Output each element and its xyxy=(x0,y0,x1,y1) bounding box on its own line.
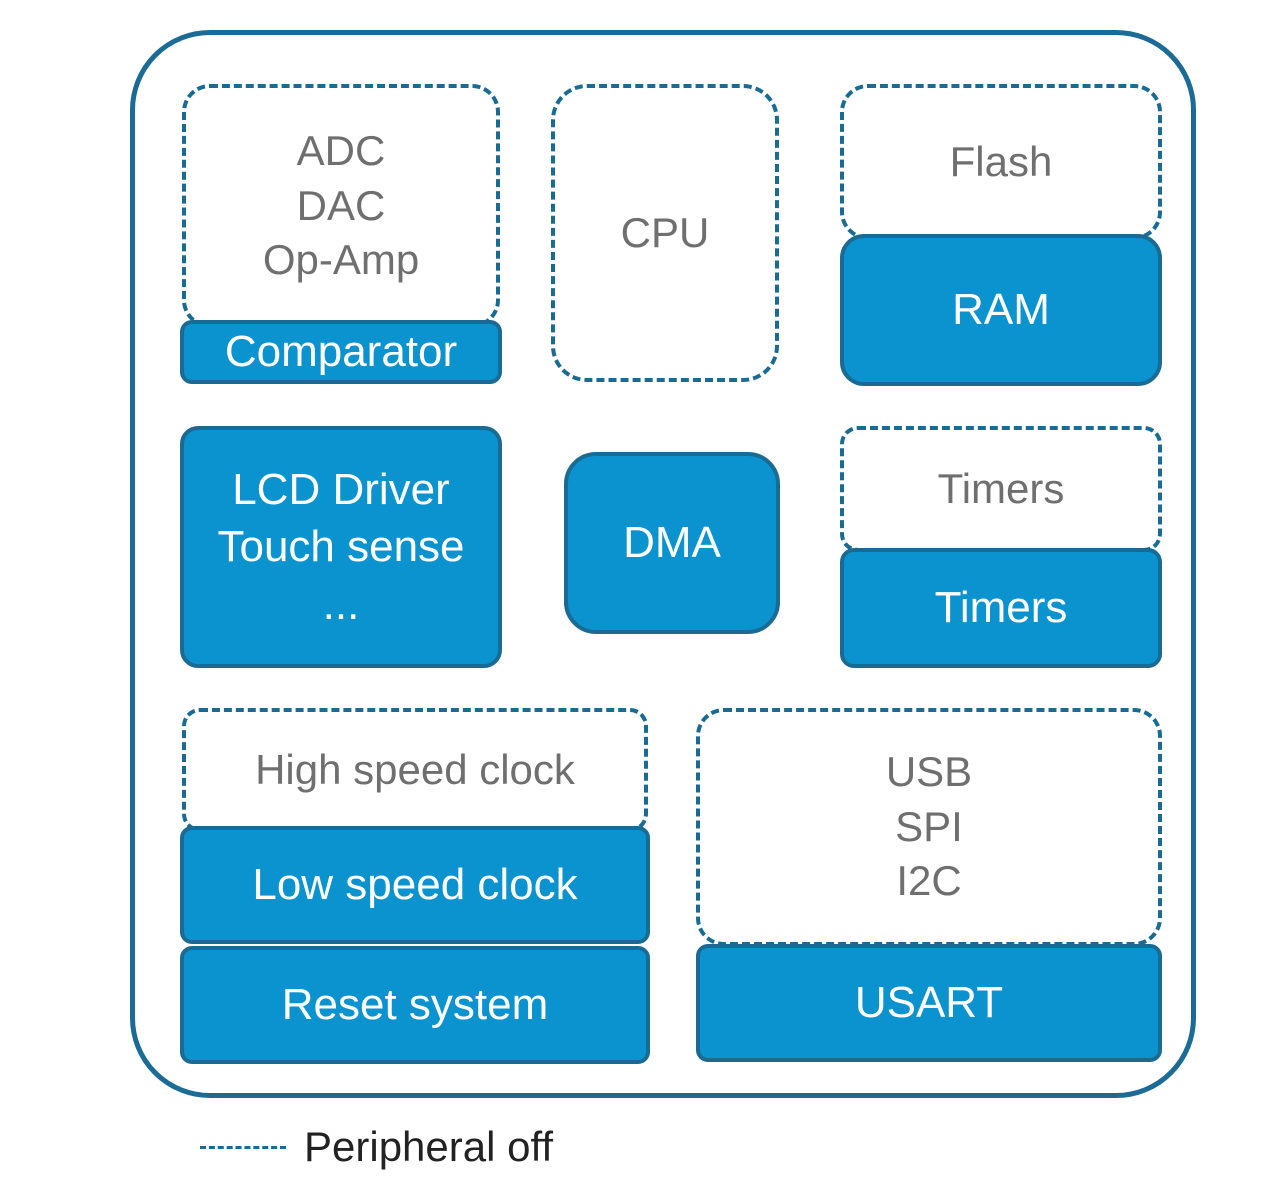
usb-label: USB xyxy=(885,748,973,796)
cpu-block: CPU xyxy=(551,84,779,382)
comparator-label: Comparator xyxy=(224,327,458,377)
usart-label: USART xyxy=(854,978,1004,1028)
adc-label: ADC xyxy=(296,127,386,175)
comm-peripherals-block: USB SPI I2C xyxy=(696,708,1162,946)
dashed-line-icon xyxy=(200,1145,286,1149)
ram-block: RAM xyxy=(840,234,1162,386)
dma-label: DMA xyxy=(623,518,721,568)
low-speed-clock-block: Low speed clock xyxy=(180,826,650,944)
timers-off-block: Timers xyxy=(840,426,1162,552)
legend: Peripheral off xyxy=(200,1122,553,1172)
comparator-block: Comparator xyxy=(180,320,502,384)
dma-block: DMA xyxy=(564,452,780,634)
analog-peripherals-block: ADC DAC Op-Amp xyxy=(182,84,500,328)
touch-sense-label: Touch sense xyxy=(217,522,465,572)
usart-block: USART xyxy=(696,944,1162,1062)
cpu-label: CPU xyxy=(620,208,710,256)
dac-label: DAC xyxy=(296,181,386,229)
legend-label: Peripheral off xyxy=(304,1123,554,1170)
i2c-label: I2C xyxy=(896,857,962,905)
high-speed-clock-label: High speed clock xyxy=(255,745,575,793)
timers-on-label: Timers xyxy=(934,583,1068,633)
lcd-touch-block: LCD Driver Touch sense ... xyxy=(180,426,502,668)
flash-label: Flash xyxy=(949,137,1053,185)
low-speed-clock-label: Low speed clock xyxy=(252,860,578,910)
ellipsis-label: ... xyxy=(322,579,360,629)
reset-system-block: Reset system xyxy=(180,946,650,1064)
spi-label: SPI xyxy=(895,802,963,850)
timers-off-label: Timers xyxy=(937,464,1065,512)
timers-on-block: Timers xyxy=(840,548,1162,668)
lcd-driver-label: LCD Driver xyxy=(232,465,450,515)
op-amp-label: Op-Amp xyxy=(262,236,420,284)
ram-label: RAM xyxy=(952,285,1050,335)
high-speed-clock-block: High speed clock xyxy=(182,708,648,832)
mcu-outline xyxy=(130,30,1196,1098)
flash-block: Flash xyxy=(840,84,1162,240)
reset-system-label: Reset system xyxy=(281,980,549,1030)
